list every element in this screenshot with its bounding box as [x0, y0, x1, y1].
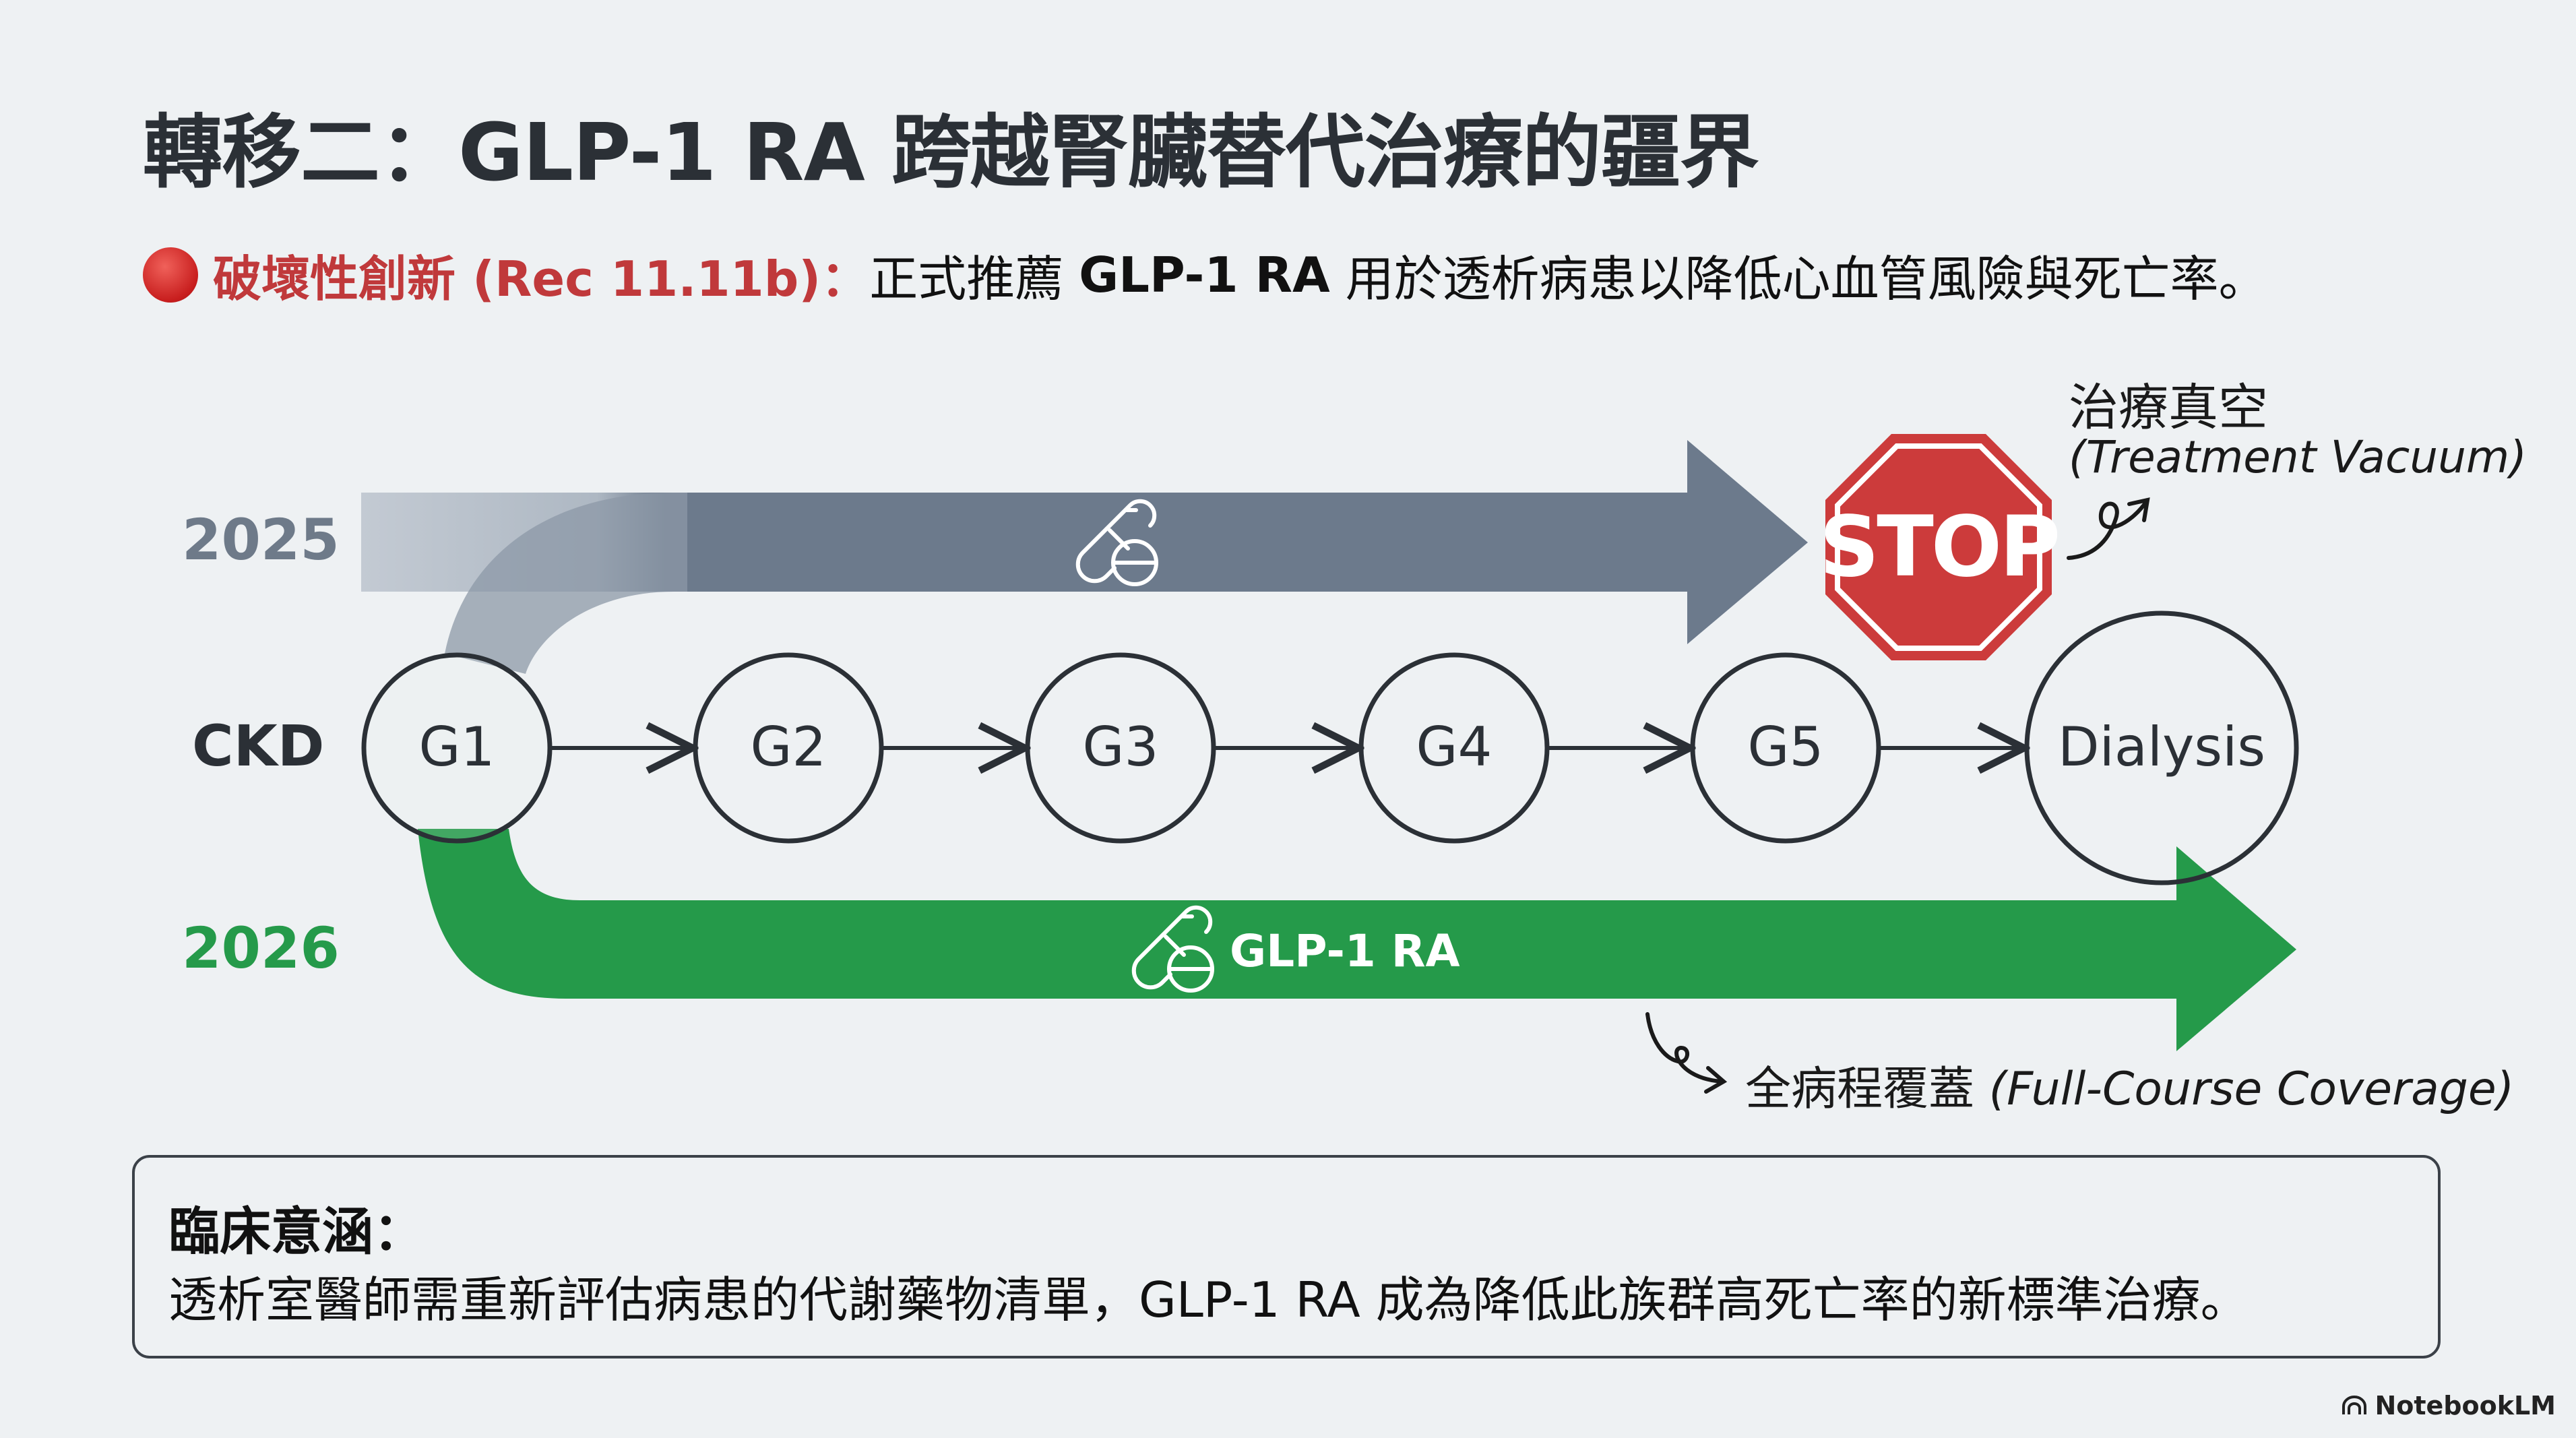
stage-label: G4	[1416, 716, 1493, 778]
stage-label: G5	[1748, 716, 1824, 778]
full-course-coverage-label: 全病程覆蓋 (Full-Course Coverage)	[1745, 1051, 2514, 1118]
treatment-vacuum-label-zh: 治療真空	[2069, 379, 2268, 437]
implication-title: 臨床意涵：	[168, 1201, 425, 1261]
stage-label: Dialysis	[2058, 716, 2265, 778]
stage-nodes: G1 G2 G3 G4 G5 Dialysis	[361, 611, 2299, 885]
arrow-2025-head	[1687, 440, 1808, 644]
stage-node-g4: G4	[1358, 652, 1550, 844]
arrow-2026-label: GLP-1 RA	[1230, 925, 1460, 977]
stage-node-g5: G5	[1690, 652, 1881, 844]
subtitle-suffix: 用於透析病患以降低心血管風險與死亡率。	[1329, 251, 2267, 307]
subtitle-bold: GLP-1 RA	[1079, 246, 1330, 303]
stage-label: G2	[751, 716, 827, 778]
subtitle-prefix: 正式推薦	[869, 251, 1079, 307]
pill-icon	[1131, 905, 1214, 993]
stage-label: G1	[419, 716, 495, 778]
implication-body: 透析室醫師需重新評估病患的代謝藥物清單，GLP-1 RA 成為降低此族群高死亡率…	[168, 1272, 2249, 1328]
arrow-2025-bar	[687, 493, 1691, 592]
coverage-label-en: (Full-Course Coverage)	[1974, 1063, 2515, 1116]
notebooklm-logo-icon	[2342, 1396, 2367, 1414]
row-label-ckd: CKD	[192, 713, 325, 779]
arrow-2026-curve	[418, 829, 2180, 999]
row-label-2026: 2026	[182, 915, 340, 981]
arrow-2025-curve	[445, 493, 687, 674]
red-dot-icon	[143, 247, 198, 303]
subtitle: 破壞性創新 (Rec 11.11b)： 正式推薦 GLP-1 RA 用於透析病患…	[143, 239, 2267, 310]
row-label-2025: 2025	[182, 507, 340, 573]
page-title: 轉移二：GLP-1 RA 跨越腎臟替代治療的疆界	[143, 106, 1759, 199]
stage-node-dialysis: Dialysis	[2024, 611, 2299, 885]
clinical-implication-box: 臨床意涵： 透析室醫師需重新評估病患的代謝藥物清單，GLP-1 RA 成為降低此…	[132, 1155, 2441, 1358]
coverage-pointer-arrow	[1645, 1012, 1724, 1084]
coverage-label-zh: 全病程覆蓋	[1745, 1063, 1975, 1116]
arrow-2025	[361, 440, 1808, 674]
arrow-2026-head	[2176, 846, 2296, 1051]
arrow-2026: GLP-1 RA	[418, 829, 2296, 1051]
stage-label: G3	[1083, 716, 1159, 778]
notebooklm-brand: NotebookLM	[2341, 1391, 2556, 1420]
stop-sign-icon: STOP	[1819, 434, 2061, 660]
stage-node-g1: G1	[361, 652, 553, 844]
pill-icon	[1075, 499, 1158, 586]
brand-name: NotebookLM	[2375, 1391, 2556, 1420]
vacuum-pointer-arrow	[2067, 500, 2148, 560]
treatment-vacuum-label-en: (Treatment Vacuum)	[2069, 431, 2527, 483]
subtitle-highlight: 破壞性創新 (Rec 11.11b)：	[213, 251, 870, 307]
stage-node-g2: G2	[693, 652, 884, 844]
stage-node-g3: G3	[1025, 652, 1216, 844]
stop-sign-text: STOP	[1819, 499, 2058, 596]
coverage-pointer-arrowhead	[1704, 1066, 1728, 1094]
vacuum-pointer-arrowhead	[2127, 497, 2150, 522]
